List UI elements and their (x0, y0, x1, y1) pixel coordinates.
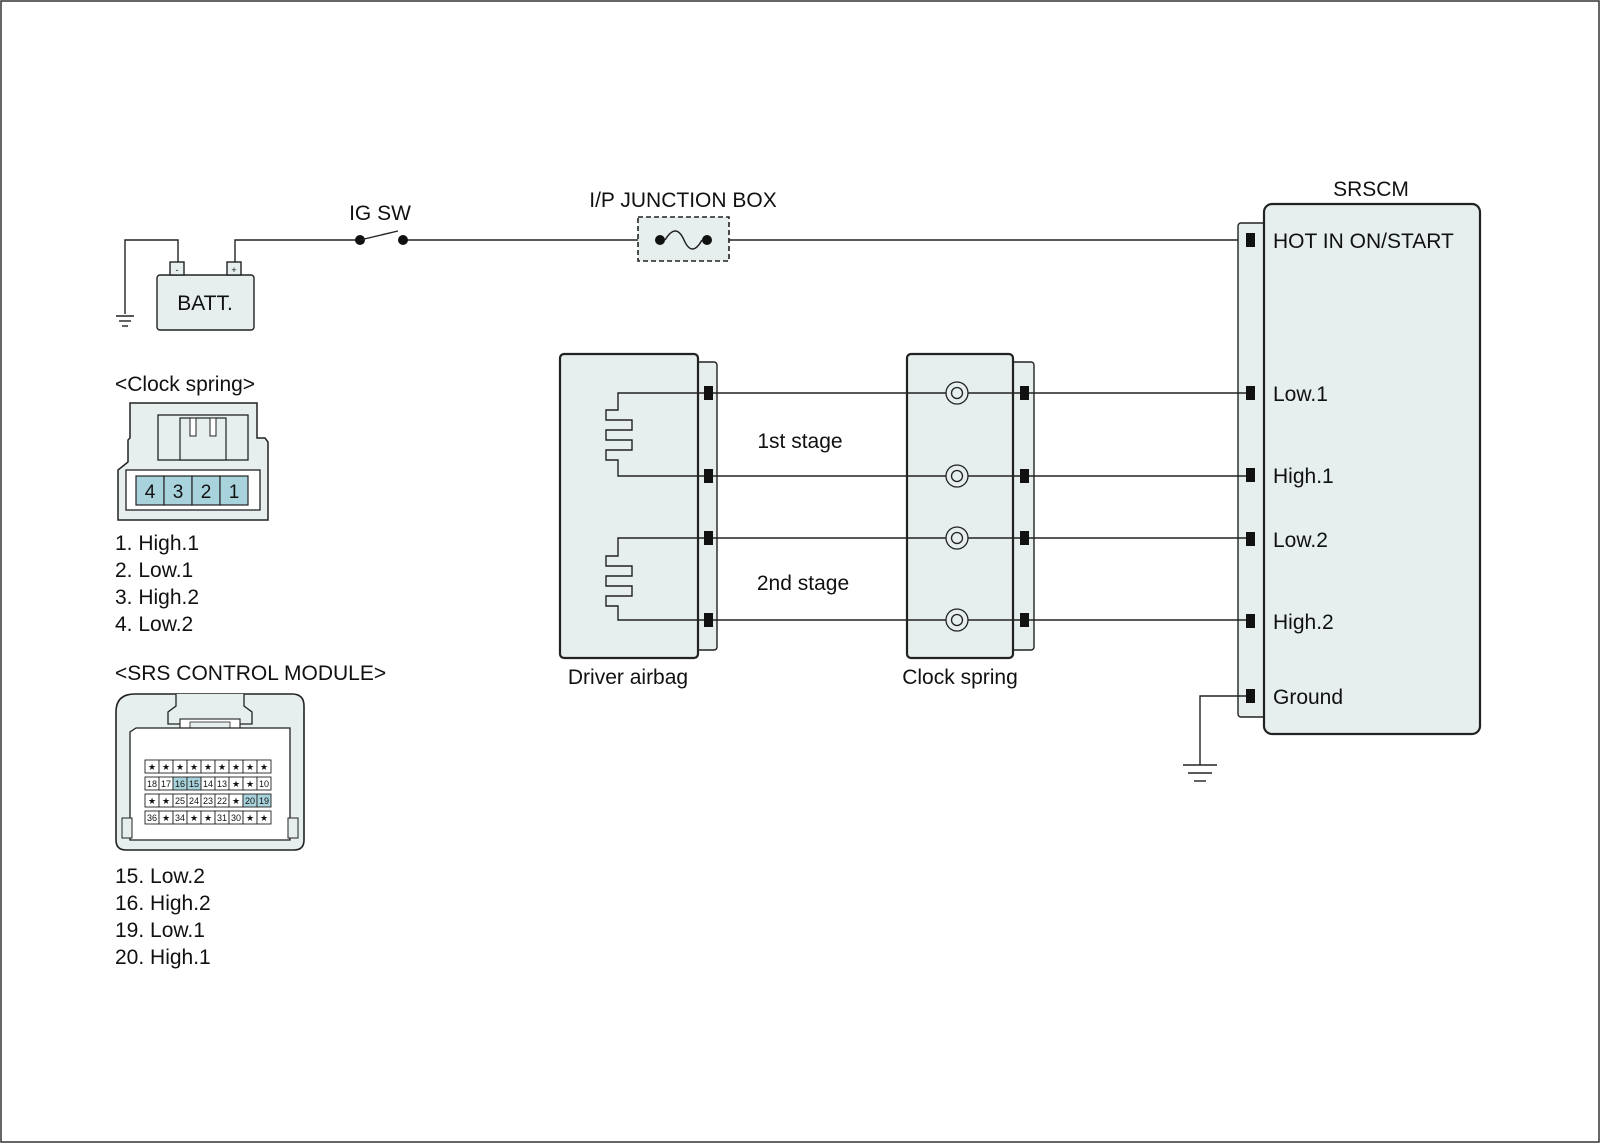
srs-module-pin-number: ★ (148, 796, 156, 806)
clock-spring-pin-number: 1 (229, 482, 240, 503)
srs-module-pin-number: ★ (218, 762, 226, 772)
battery-label: BATT. (177, 292, 233, 315)
clock-spring-pin-3: 3. High.2 (115, 586, 199, 609)
srs-module-pin-number: ★ (260, 762, 268, 772)
srs-module-pin-cell (256, 793, 272, 808)
driver-airbag-label: Driver airbag (568, 666, 688, 689)
srscm-pin-ground: Ground (1273, 686, 1343, 709)
srs-module-pin-number: ★ (260, 813, 268, 823)
battery-pos-label: + (231, 265, 236, 275)
srs-module-connector-title: <SRS CONTROL MODULE> (115, 662, 386, 685)
stage1-label: 1st stage (757, 430, 842, 453)
srs-module-pin-number: 19 (259, 796, 269, 806)
srscm-pin-low1: Low.1 (1273, 383, 1328, 406)
ig-switch: IG SW (349, 202, 411, 245)
srs-module-pin-number: ★ (162, 813, 170, 823)
battery-neg-label: - (176, 265, 179, 275)
srs-module-pin-number: 34 (175, 813, 185, 823)
hot-wire-batt (234, 239, 360, 262)
clock-spring-pin-number: 3 (173, 482, 184, 503)
srs-module-pin-number: 13 (217, 779, 227, 789)
srs-module-pin-number: 14 (203, 779, 213, 789)
clock-spring-pin-2: 2. Low.1 (115, 559, 193, 582)
srs-module-pin-number: ★ (162, 796, 170, 806)
srs-module-pin-number: ★ (232, 779, 240, 789)
srscm-label: SRSCM (1333, 178, 1409, 201)
srs-module-pin-number: 30 (231, 813, 241, 823)
srs-module-pin-number: ★ (246, 779, 254, 789)
srs-module-pin-number: ★ (232, 762, 240, 772)
clock-spring-pin-1: 1. High.1 (115, 532, 199, 555)
srs-module-pin-number: 23 (203, 796, 213, 806)
clock-spring-connector-title: <Clock spring> (115, 373, 255, 396)
srs-module-pin-number: 36 (147, 813, 157, 823)
srs-module-pin-number: 24 (189, 796, 199, 806)
clock-spring-label: Clock spring (902, 666, 1018, 689)
srs-module-pin-number: 18 (147, 779, 157, 789)
srs-module-pin-number: ★ (246, 813, 254, 823)
srs-module-pin-15: 15. Low.2 (115, 865, 205, 888)
driver-airbag: Driver airbag (558, 352, 718, 689)
srs-module-pin-number: ★ (232, 796, 240, 806)
srs-module-pin-number: ★ (204, 762, 212, 772)
stage2-label: 2nd stage (757, 572, 849, 595)
srs-module-pin-number: ★ (176, 762, 184, 772)
srs-module-pin-number: 25 (175, 796, 185, 806)
srs-module-pin-cell (256, 810, 272, 825)
srs-module-pin-number: 10 (259, 779, 269, 789)
clock-spring-pin-cell (191, 475, 221, 506)
srscm-pin-low2: Low.2 (1273, 529, 1328, 552)
srs-module-pin-number: 22 (217, 796, 227, 806)
clock-spring: Clock spring (902, 352, 1035, 689)
clock-spring-pin-cell (219, 475, 249, 506)
srscm-ground (1183, 695, 1246, 782)
fuse-icon (664, 230, 703, 250)
battery: - + BATT. (116, 239, 255, 331)
srs-module-connector: <SRS CONTROL MODULE> ★ ★ ★ ★ ★ ★ ★ ★ ★ 18 17 16 15 14… (115, 662, 386, 969)
srs-module-pin-cells: ★ ★ ★ ★ ★ ★ ★ ★ ★ 18 17 16 15 14 13 ★ ★ 10 ★ ★ 25 24 23 22 ★ 20 19… (144, 759, 272, 825)
srs-module-pin-number: ★ (204, 813, 212, 823)
srs-module-pin-number: ★ (162, 762, 170, 772)
srs-module-pin-cell (256, 776, 272, 791)
srscm-module: SRSCM HOT IN ON/START Low.1 High.1 Low.2… (1237, 178, 1482, 736)
srs-module-pin-16: 16. High.2 (115, 892, 211, 915)
clock-spring-pin-4: 4. Low.2 (115, 613, 193, 636)
srs-module-pin-number: 15 (189, 779, 199, 789)
srs-module-pin-number: 20 (245, 796, 255, 806)
srs-module-pin-19: 19. Low.1 (115, 919, 205, 942)
srs-module-pin-20: 20. High.1 (115, 946, 211, 969)
srs-module-pin-number: ★ (148, 762, 156, 772)
srscm-pin-high2: High.2 (1273, 611, 1334, 634)
signal-wires (713, 392, 1246, 621)
srs-module-pin-number: ★ (190, 813, 198, 823)
srs-module-pin-number: 17 (161, 779, 171, 789)
ig-sw-label: IG SW (349, 202, 411, 225)
srs-module-pin-number: 16 (175, 779, 185, 789)
srs-module-pin-number: ★ (246, 762, 254, 772)
junction-box-label: I/P JUNCTION BOX (589, 189, 776, 212)
junction-box: I/P JUNCTION BOX (589, 189, 777, 262)
clock-spring-pin-number: 2 (201, 482, 212, 503)
clock-spring-pin-number: 4 (145, 482, 156, 503)
srs-module-pin-number: 31 (217, 813, 227, 823)
srs-module-pin-number: ★ (190, 762, 198, 772)
srscm-pin-high1: High.1 (1273, 465, 1334, 488)
srscm-pin-hot: HOT IN ON/START (1273, 230, 1454, 253)
srs-module-pin-cell (256, 759, 272, 774)
